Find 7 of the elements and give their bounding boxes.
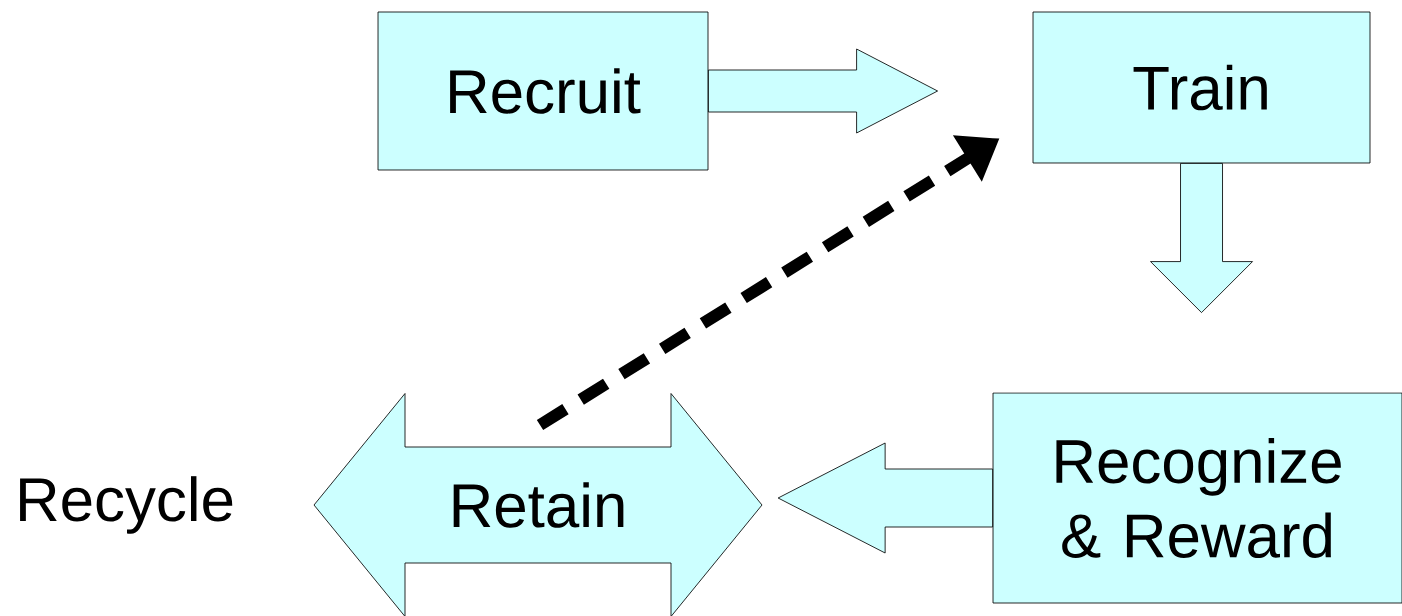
label-text: Recycle [20, 476, 233, 534]
process-box: Recognize & Reward [992, 392, 1402, 604]
process-box: Train [1032, 11, 1371, 164]
block-arrow [777, 442, 993, 554]
block-arrow [708, 48, 938, 134]
process-box: Recruit [377, 11, 709, 171]
block-arrow [1150, 163, 1253, 313]
